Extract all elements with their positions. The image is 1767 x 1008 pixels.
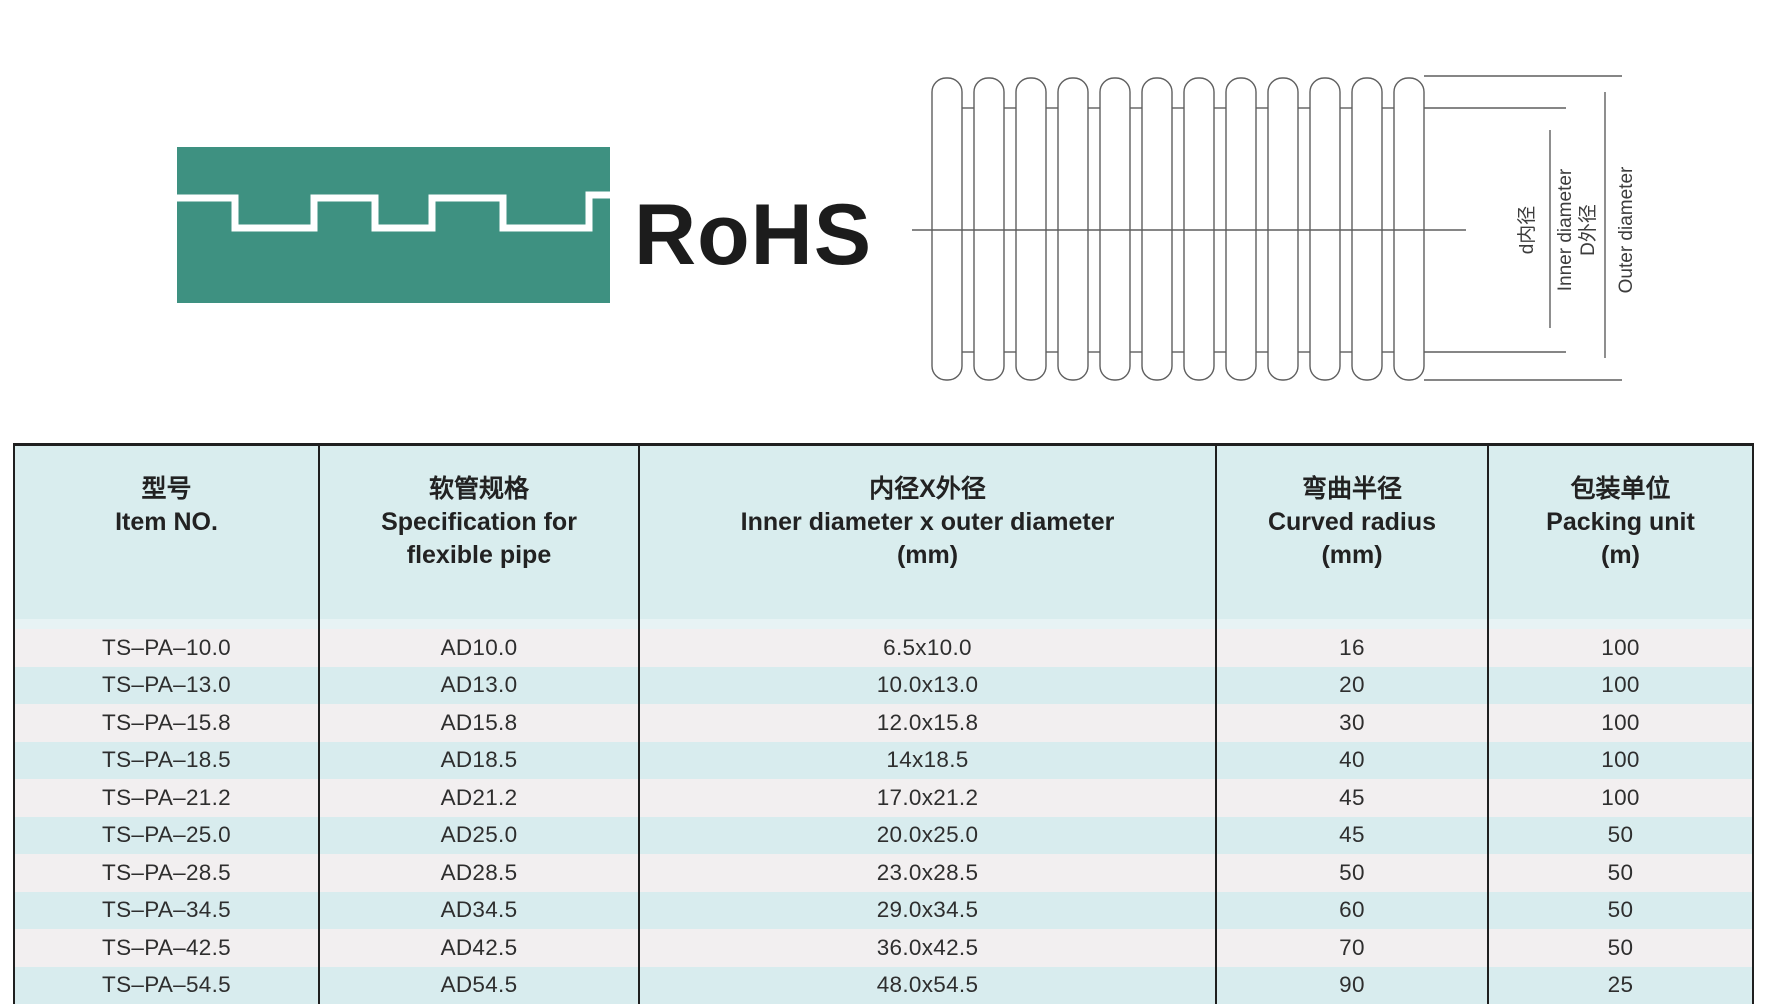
cell-r1-c4: 100 — [1487, 666, 1753, 704]
cell-r9-c0: TS–PA–54.5 — [14, 966, 319, 1004]
cell-r2-c0: TS–PA–15.8 — [14, 704, 319, 742]
cell-r4-c3: 45 — [1215, 779, 1488, 817]
cell-r5-c3: 45 — [1215, 816, 1488, 854]
cell-r6-c3: 50 — [1215, 854, 1488, 892]
cell-r5-c4: 50 — [1487, 816, 1753, 854]
cell-r6-c1: AD28.5 — [318, 854, 639, 892]
rohs-label: RoHS — [634, 187, 873, 283]
cell-r4-c2: 17.0x21.2 — [638, 779, 1216, 817]
cell-r3-c0: TS–PA–18.5 — [14, 741, 319, 779]
inner-diameter-label-zh: d内径 — [1517, 205, 1538, 255]
cell-r8-c3: 70 — [1215, 929, 1488, 967]
cell-r5-c1: AD25.0 — [318, 816, 639, 854]
corrugation-wave-icon — [177, 147, 610, 303]
cell-r1-c3: 20 — [1215, 666, 1488, 704]
cell-r2-c4: 100 — [1487, 704, 1753, 742]
cell-r4-c4: 100 — [1487, 779, 1753, 817]
cell-r6-c4: 50 — [1487, 854, 1753, 892]
cell-r8-c2: 36.0x42.5 — [638, 929, 1216, 967]
cell-r3-c1: AD18.5 — [318, 741, 639, 779]
cell-r8-c4: 50 — [1487, 929, 1753, 967]
corrugated-pipe-drawing — [912, 75, 1622, 381]
header-spacer — [638, 619, 1216, 629]
brand-logo — [177, 147, 610, 303]
cell-r0-c1: AD10.0 — [318, 629, 639, 667]
cell-r6-c2: 23.0x28.5 — [638, 854, 1216, 892]
cell-r9-c3: 90 — [1215, 966, 1488, 1004]
cell-r9-c4: 25 — [1487, 966, 1753, 1004]
cell-r0-c3: 16 — [1215, 629, 1488, 667]
cell-r5-c2: 20.0x25.0 — [638, 816, 1216, 854]
cell-r4-c1: AD21.2 — [318, 779, 639, 817]
cell-r3-c4: 100 — [1487, 741, 1753, 779]
cell-r4-c0: TS–PA–21.2 — [14, 779, 319, 817]
cell-r0-c4: 100 — [1487, 629, 1753, 667]
outer-diameter-label-zh: D外径 — [1578, 204, 1599, 256]
cell-r0-c2: 6.5x10.0 — [638, 629, 1216, 667]
cell-r7-c2: 29.0x34.5 — [638, 891, 1216, 929]
cell-r1-c2: 10.0x13.0 — [638, 666, 1216, 704]
cell-r9-c2: 48.0x54.5 — [638, 966, 1216, 1004]
header-spacer — [1487, 619, 1753, 629]
cell-r2-c3: 30 — [1215, 704, 1488, 742]
cell-r1-c0: TS–PA–13.0 — [14, 666, 319, 704]
cell-r3-c3: 40 — [1215, 741, 1488, 779]
cell-r7-c1: AD34.5 — [318, 891, 639, 929]
header-spacer — [14, 619, 319, 629]
header-spacer — [318, 619, 639, 629]
cell-r7-c4: 50 — [1487, 891, 1753, 929]
outer-diameter-label-en: Outer diameter — [1616, 166, 1637, 294]
header-spacer — [1215, 619, 1488, 629]
cell-r0-c0: TS–PA–10.0 — [14, 629, 319, 667]
cell-r3-c2: 14x18.5 — [638, 741, 1216, 779]
cell-r6-c0: TS–PA–28.5 — [14, 854, 319, 892]
cell-r5-c0: TS–PA–25.0 — [14, 816, 319, 854]
cell-r1-c1: AD13.0 — [318, 666, 639, 704]
cell-r7-c3: 60 — [1215, 891, 1488, 929]
cell-r9-c1: AD54.5 — [318, 966, 639, 1004]
cell-r2-c2: 12.0x15.8 — [638, 704, 1216, 742]
cell-r2-c1: AD15.8 — [318, 704, 639, 742]
cell-r8-c1: AD42.5 — [318, 929, 639, 967]
cell-r7-c0: TS–PA–34.5 — [14, 891, 319, 929]
cell-r8-c0: TS–PA–42.5 — [14, 929, 319, 967]
